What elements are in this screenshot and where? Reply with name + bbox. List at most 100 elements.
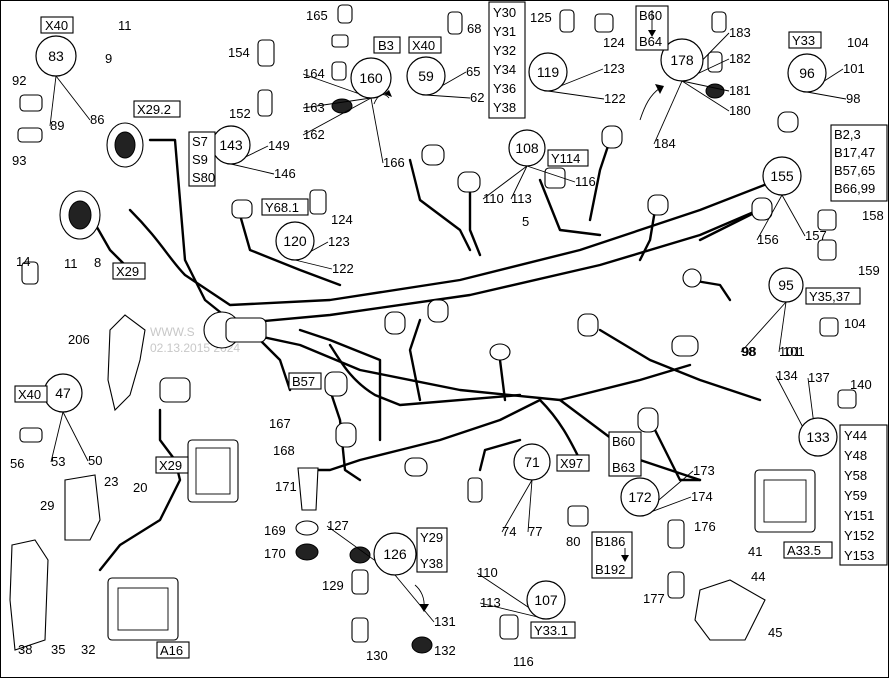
box-x40-b: X40 (412, 38, 435, 53)
callout-bubble-83 (35, 35, 77, 77)
callout-bubble-119 (528, 52, 568, 92)
part-label-44: 44 (751, 569, 765, 584)
part-label-20: 20 (133, 480, 147, 495)
part-label-171: 171 (275, 479, 297, 494)
callout-item-160-164: 164 (303, 66, 325, 81)
callout-leader-line (50, 411, 64, 463)
callout-leader-line (756, 194, 783, 241)
callout-bubble-133 (798, 417, 838, 457)
callout-item-143-149: 149 (268, 138, 290, 153)
callout-item-59-62: 62 (470, 90, 484, 105)
box-x29-2: X29.2 (137, 102, 171, 117)
box-b186: B186 (595, 534, 625, 549)
callout-number-133: 133 (806, 429, 830, 445)
callout-bubble-160 (350, 57, 392, 99)
part-label-29: 29 (40, 498, 54, 513)
callout-item-126-127: 127 (327, 518, 349, 533)
part-label-132: 132 (434, 643, 456, 658)
part-label-104: 104 (847, 35, 869, 50)
callout-item-96-101: 101 (843, 61, 865, 76)
box-b63: B63 (612, 460, 635, 475)
callout-leader-line (62, 411, 89, 462)
callout-item-59-65: 65 (466, 64, 480, 79)
part-label-80: 80 (566, 534, 580, 549)
part-label-45: 45 (768, 625, 782, 640)
callout-number-47: 47 (55, 385, 71, 401)
part-label-38: 38 (18, 642, 32, 657)
callout-item-108-110: 110 (483, 191, 504, 206)
callout-item-120-122: 122 (332, 261, 354, 276)
callout-bubble-95 (768, 267, 804, 303)
box-b17-47: B17,47 (834, 145, 875, 160)
callout-leader-line (370, 97, 384, 164)
callout-item-83-86: 86 (90, 112, 104, 127)
part-label-124: 124 (331, 212, 353, 227)
box-y151: Y151 (844, 508, 874, 523)
part-label-11: 11 (64, 256, 78, 271)
callout-leader-line (806, 91, 847, 100)
callout-leader-line (394, 574, 435, 623)
box-y153: Y153 (844, 548, 874, 563)
part-label-32: 32 (81, 642, 95, 657)
callout-item-108-116: 116 (575, 174, 596, 189)
part-label-177: 177 (643, 591, 665, 606)
callout-item-160-166: 166 (383, 155, 405, 170)
part-label-56: 56 (10, 456, 24, 471)
callout-item-95-101: 101 (779, 344, 801, 359)
connector-parts (9, 4, 857, 654)
box-b2-3: B2,3 (834, 127, 861, 142)
box-y38: Y38 (493, 100, 516, 115)
callout-bubble-172 (620, 477, 660, 517)
part-label-140: 140 (850, 377, 872, 392)
callout-bubble-59 (406, 56, 446, 96)
callout-number-160: 160 (359, 70, 383, 86)
callout-item-107-110: 110 (477, 565, 498, 580)
part-label-68: 68 (467, 21, 481, 36)
callout-number-178: 178 (670, 52, 694, 68)
part-label-23: 23 (104, 474, 118, 489)
callout-leader-line (681, 80, 730, 92)
callout-number-172: 172 (628, 489, 652, 505)
callout-item-107-113: 113 (480, 595, 501, 610)
part-label-165: 165 (306, 8, 328, 23)
box-b57-65: B57,65 (834, 163, 875, 178)
part-label-41: 41 (748, 544, 762, 559)
callout-item-71-77: 77 (528, 524, 542, 539)
part-label-158: 158 (862, 208, 884, 223)
callout-leader-line (479, 602, 547, 620)
box-y58: Y58 (844, 468, 867, 483)
box-s9: S9 (192, 152, 208, 167)
callout-leader-line (302, 97, 372, 109)
box-b64: B64 (639, 34, 662, 49)
callout-leader-line (294, 259, 333, 270)
callout-bubble-178 (660, 38, 704, 82)
part-label-11: 11 (118, 18, 132, 33)
callout-item-178-184: 184 (654, 136, 676, 151)
callout-item-126-131: 131 (434, 614, 456, 629)
box-y29: Y29 (420, 530, 443, 545)
part-label-168: 168 (273, 443, 295, 458)
callout-item-172-173: 173 (693, 463, 715, 478)
callout-number-83: 83 (48, 48, 64, 64)
box-y33: Y33 (792, 33, 815, 48)
box-b66-99: B66,99 (834, 181, 875, 196)
part-label-104: 104 (844, 316, 866, 331)
callout-item-172-174: 174 (691, 489, 713, 504)
part-label-125: 125 (530, 10, 552, 25)
box-b57: B57 (292, 374, 315, 389)
callout-number-120: 120 (283, 233, 307, 249)
box-y30: Y30 (493, 5, 516, 20)
callout-item-47-50: 50 (88, 453, 102, 468)
harness-label: 5 (522, 214, 529, 229)
box-y38-b: Y38 (420, 556, 443, 571)
box-a16: A16 (160, 643, 183, 658)
part-label-130: 130 (366, 648, 388, 663)
callout-item-133-134: 134 (776, 368, 798, 383)
part-label-9: 9 (105, 51, 112, 66)
box-y48: Y48 (844, 448, 867, 463)
callout-number-71: 71 (524, 454, 540, 470)
part-label-35: 35 (51, 642, 65, 657)
callout-bubble-126 (373, 532, 417, 576)
callout-item-155-157: 157 (805, 228, 827, 243)
